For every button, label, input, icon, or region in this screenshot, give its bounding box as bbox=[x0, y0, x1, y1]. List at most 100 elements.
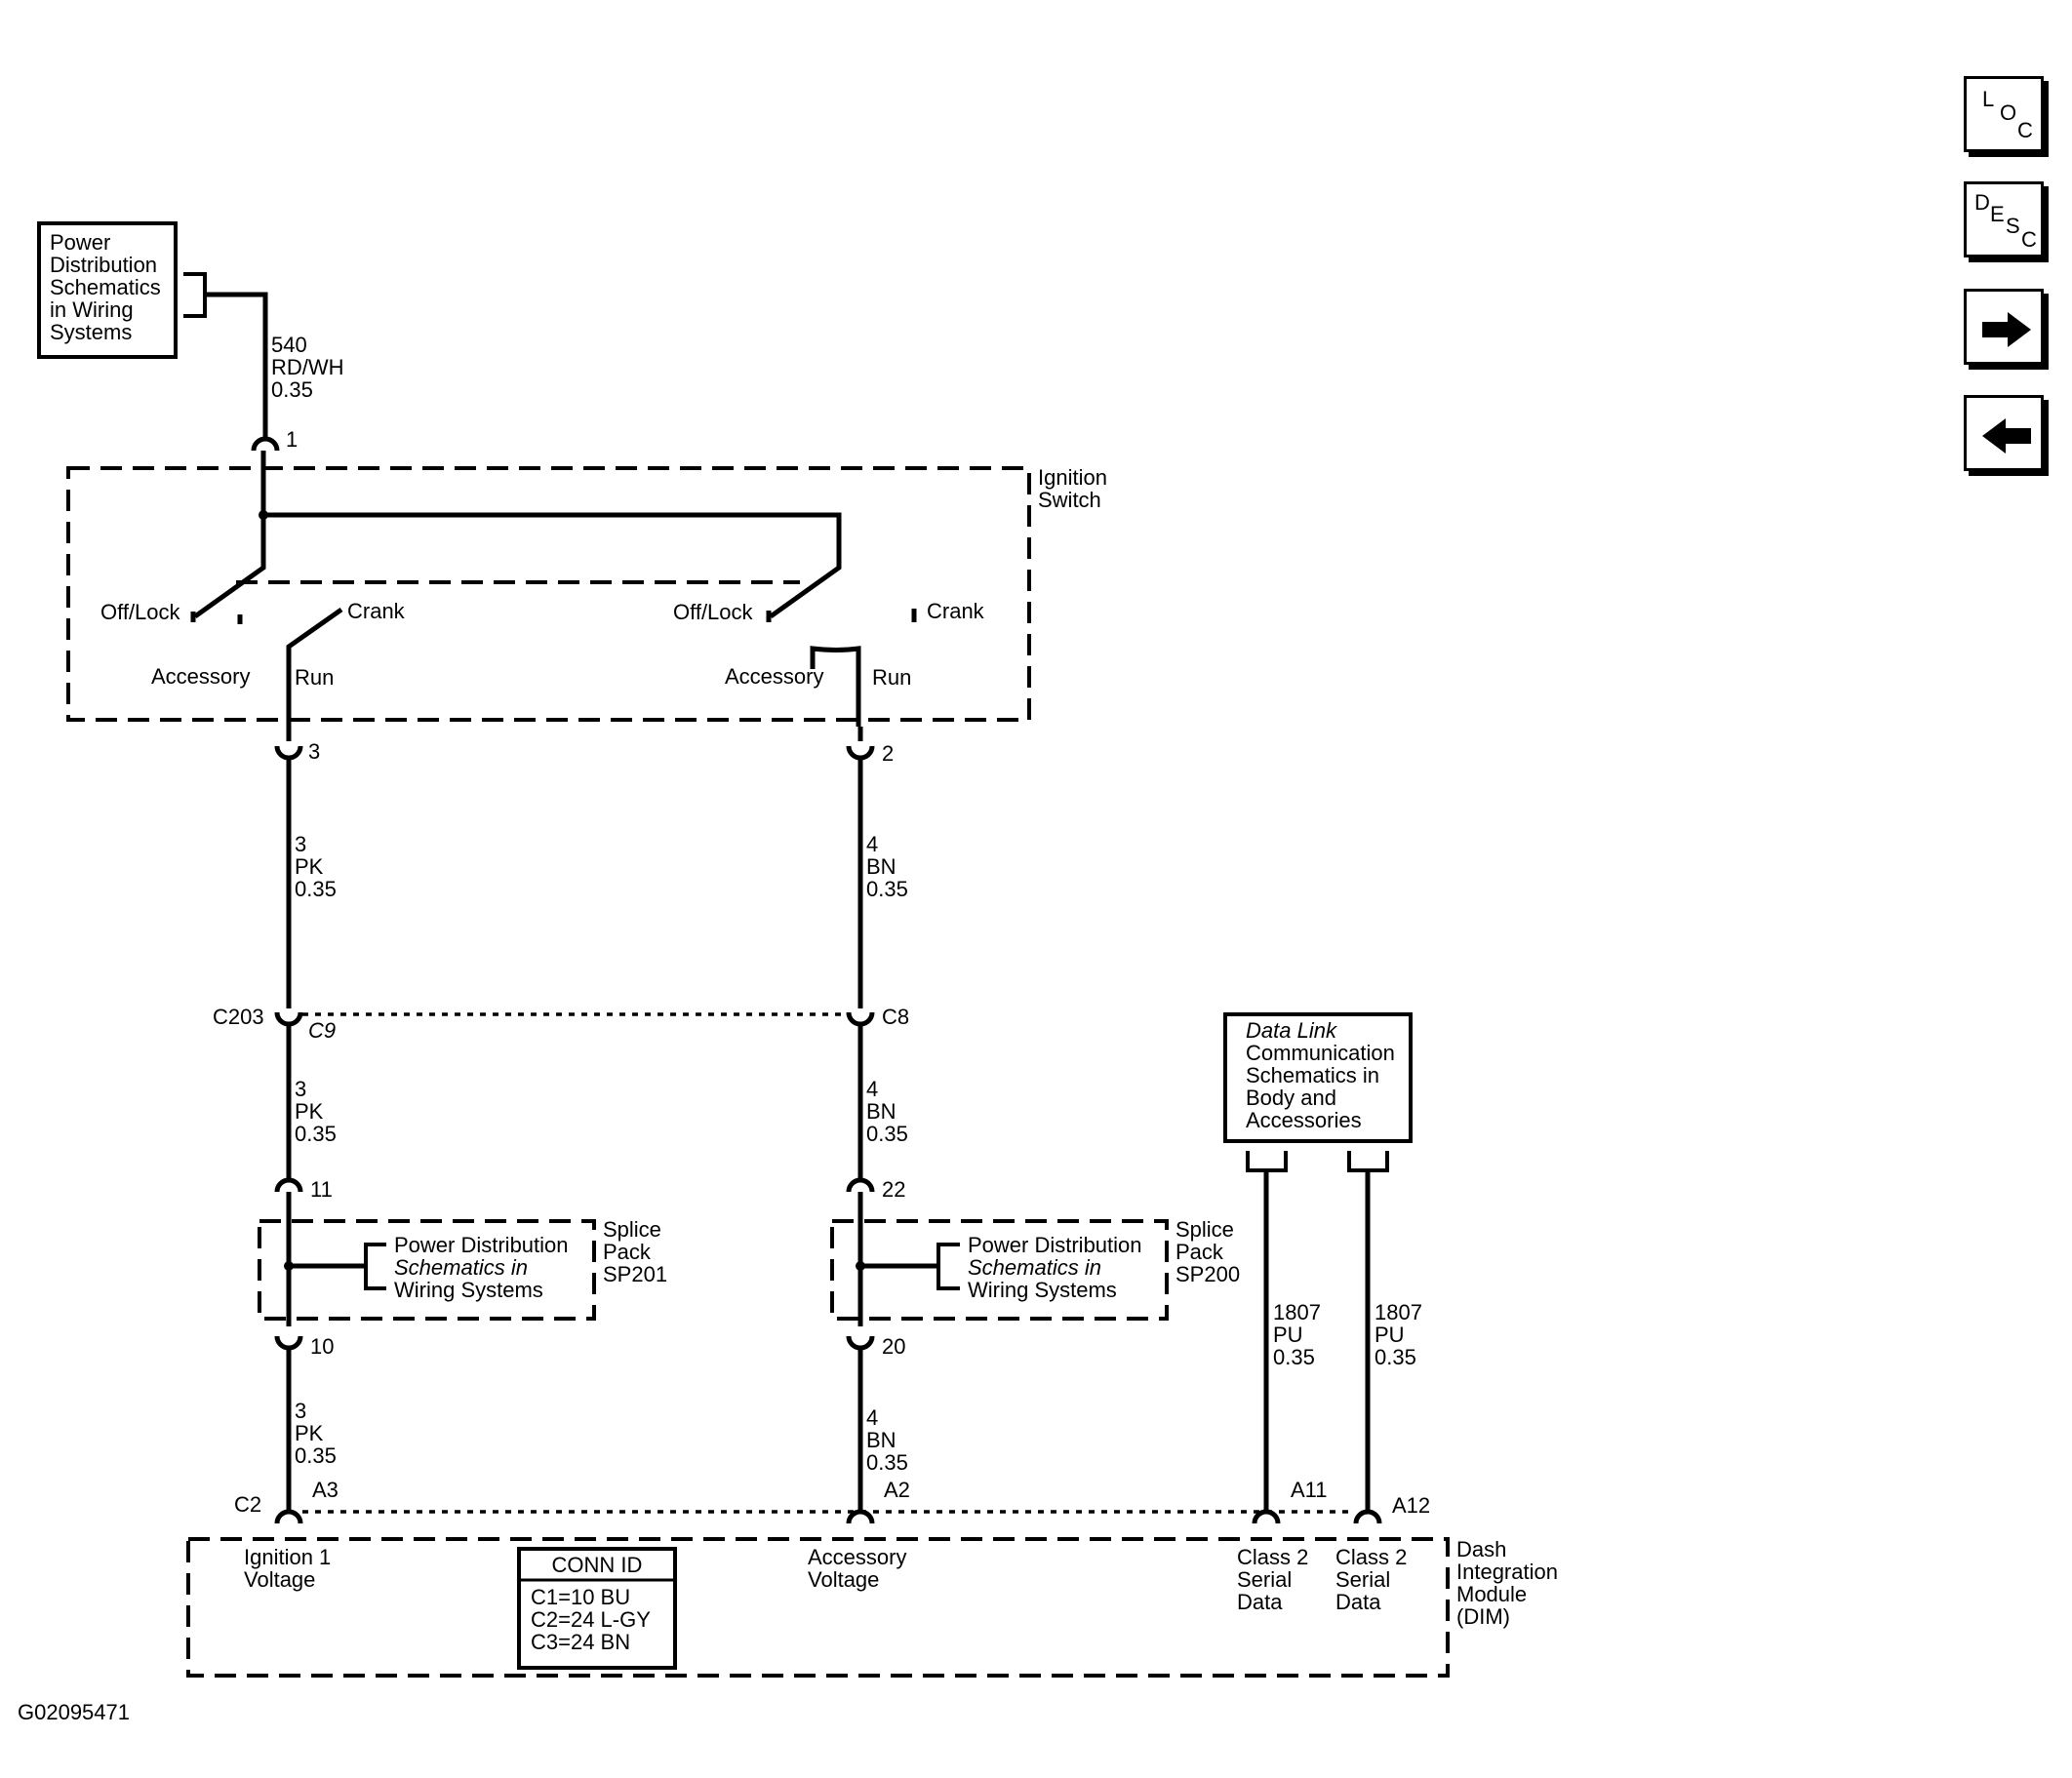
c9-label: C9 bbox=[308, 1018, 336, 1043]
svg-text:Off/Lock: Off/Lock bbox=[100, 600, 181, 624]
desc-button[interactable]: D E S C bbox=[1964, 181, 2044, 257]
svg-text:4: 4 bbox=[866, 1405, 878, 1430]
svg-text:1807: 1807 bbox=[1375, 1300, 1422, 1324]
sp200-ref-bracket bbox=[936, 1243, 960, 1290]
svg-text:PU: PU bbox=[1375, 1323, 1405, 1347]
arrow-left-icon bbox=[1982, 418, 2031, 454]
pin-20-label: 20 bbox=[882, 1334, 905, 1359]
svg-text:Accessories: Accessories bbox=[1246, 1108, 1362, 1132]
splice-pack-sp201 bbox=[258, 1219, 596, 1321]
connector-pin-3 bbox=[274, 745, 303, 761]
svg-text:3: 3 bbox=[295, 1077, 306, 1101]
previous-button[interactable] bbox=[1964, 395, 2044, 471]
svg-text:PK: PK bbox=[295, 854, 324, 879]
svg-text:BN: BN bbox=[866, 1428, 897, 1452]
pin-a12-label: A12 bbox=[1392, 1493, 1430, 1518]
svg-text:PK: PK bbox=[295, 1421, 324, 1445]
dim-boundary bbox=[186, 1537, 1450, 1678]
svg-text:Body and: Body and bbox=[1246, 1086, 1336, 1110]
svg-text:Power Distribution: Power Distribution bbox=[968, 1233, 1142, 1257]
svg-text:Run: Run bbox=[295, 665, 334, 690]
connector-pin-a11 bbox=[1252, 1509, 1281, 1524]
svg-text:Pack: Pack bbox=[603, 1240, 652, 1264]
svg-text:C3=24 BN: C3=24 BN bbox=[531, 1630, 630, 1654]
svg-text:0.35: 0.35 bbox=[866, 877, 908, 901]
svg-text:Data Link: Data Link bbox=[1246, 1018, 1337, 1043]
data-link-bracket-1 bbox=[1246, 1151, 1288, 1172]
switch-pole-right bbox=[263, 512, 842, 619]
svg-text:0.35: 0.35 bbox=[866, 1122, 908, 1146]
svg-text:Pack: Pack bbox=[1175, 1240, 1224, 1264]
ignition-switch-label: Ignition bbox=[1038, 465, 1107, 490]
svg-text:PK: PK bbox=[295, 1099, 324, 1124]
svg-text:Accessory: Accessory bbox=[725, 664, 823, 689]
svg-text:Crank: Crank bbox=[927, 599, 985, 623]
svg-text:BN: BN bbox=[866, 1099, 897, 1124]
dim-class2-a-label: Class 2 bbox=[1237, 1545, 1308, 1569]
svg-text:Data: Data bbox=[1237, 1590, 1283, 1614]
pin-22-label: 22 bbox=[882, 1177, 905, 1202]
connector-pin-11 bbox=[274, 1177, 303, 1193]
svg-text:Off/Lock: Off/Lock bbox=[673, 600, 754, 624]
svg-text:Schematics: Schematics bbox=[50, 275, 161, 299]
wire-540-color: RD/WH bbox=[271, 355, 344, 379]
svg-text:Data: Data bbox=[1335, 1590, 1381, 1614]
svg-text:CONN ID: CONN ID bbox=[552, 1553, 643, 1577]
dim-ign1-voltage-label: Ignition 1 bbox=[244, 1545, 331, 1569]
dim-label: Dash bbox=[1456, 1537, 1506, 1561]
svg-text:Distribution: Distribution bbox=[50, 253, 157, 277]
connector-pin-a12 bbox=[1353, 1509, 1382, 1524]
svg-text:0.35: 0.35 bbox=[295, 1122, 337, 1146]
c8-label: C8 bbox=[882, 1005, 909, 1029]
dim-acc-voltage-label: Accessory bbox=[808, 1545, 906, 1569]
arrow-right-icon bbox=[1982, 312, 2031, 347]
svg-text:Accessory: Accessory bbox=[151, 664, 250, 689]
svg-text:Voltage: Voltage bbox=[244, 1567, 315, 1592]
connector-pin-10 bbox=[274, 1335, 303, 1351]
svg-text:C2=24 L-GY: C2=24 L-GY bbox=[531, 1607, 651, 1632]
svg-text:Integration: Integration bbox=[1456, 1560, 1558, 1584]
svg-text:Crank: Crank bbox=[347, 599, 406, 623]
loc-button[interactable]: L O C bbox=[1964, 76, 2044, 152]
connector-c203-pin-c9 bbox=[274, 1011, 303, 1027]
svg-text:C1=10 BU: C1=10 BU bbox=[531, 1585, 630, 1609]
svg-text:PU: PU bbox=[1273, 1323, 1303, 1347]
sp201-ref-bracket bbox=[364, 1243, 386, 1290]
connector-pin-a2 bbox=[846, 1509, 875, 1524]
wire-540 bbox=[205, 292, 268, 437]
connector-pin-2 bbox=[846, 745, 875, 761]
wire-540-circuit: 540 bbox=[271, 333, 307, 357]
svg-text:(DIM): (DIM) bbox=[1456, 1604, 1510, 1629]
svg-text:0.35: 0.35 bbox=[295, 877, 337, 901]
connector-c203-pin-c8 bbox=[846, 1011, 875, 1027]
power-distribution-ref-box[interactable]: Power Distribution Schematics in Wiring … bbox=[37, 221, 178, 359]
svg-text:Wiring Systems: Wiring Systems bbox=[394, 1278, 543, 1302]
next-button[interactable] bbox=[1964, 289, 2044, 365]
wire-540-gauge: 0.35 bbox=[271, 377, 313, 402]
accessory-run-contact-right bbox=[810, 646, 861, 727]
svg-text:Wiring Systems: Wiring Systems bbox=[968, 1278, 1117, 1302]
figure-id: G02095471 bbox=[18, 1700, 130, 1724]
svg-text:0.35: 0.35 bbox=[295, 1443, 337, 1468]
data-link-ref-box[interactable]: Data Link Communication Schematics in Bo… bbox=[1223, 1012, 1413, 1143]
c2-label: C2 bbox=[234, 1492, 261, 1517]
svg-text:BN: BN bbox=[866, 854, 897, 879]
svg-text:Power Distribution: Power Distribution bbox=[394, 1233, 569, 1257]
pin-10-label: 10 bbox=[310, 1334, 334, 1359]
splice-pack-sp200 bbox=[830, 1219, 1169, 1321]
svg-text:4: 4 bbox=[866, 1077, 878, 1101]
svg-text:in Wiring: in Wiring bbox=[50, 297, 134, 322]
svg-text:0.35: 0.35 bbox=[866, 1450, 908, 1475]
pin-a11-label: A11 bbox=[1291, 1478, 1328, 1502]
power-distribution-ref-sp200[interactable]: Power Distribution Schematics in Wiring … bbox=[968, 1233, 1142, 1302]
data-link-bracket-2 bbox=[1347, 1151, 1389, 1172]
pin-a3-label: A3 bbox=[312, 1478, 339, 1502]
pin-11-label: 11 bbox=[310, 1177, 333, 1202]
svg-text:Systems: Systems bbox=[50, 320, 132, 344]
svg-text:1807: 1807 bbox=[1273, 1300, 1321, 1324]
svg-text:3: 3 bbox=[295, 832, 306, 856]
svg-text:Schematics in: Schematics in bbox=[1246, 1063, 1379, 1087]
power-distribution-ref-sp201[interactable]: Power Distribution Schematics in Wiring … bbox=[394, 1233, 569, 1302]
ignition-switch-boundary bbox=[66, 466, 1031, 722]
connector-pin-1 bbox=[251, 436, 280, 452]
